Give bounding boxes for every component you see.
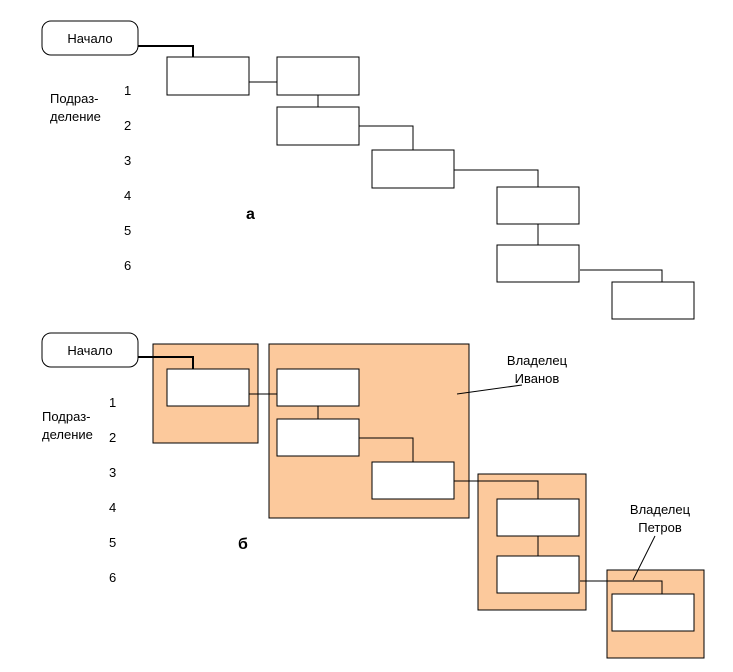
callout-ivanov — [456, 384, 523, 395]
level-1-a: 1 — [124, 83, 131, 98]
department-label-b-line2: деление — [42, 427, 93, 442]
process-box-a-4 — [496, 186, 580, 225]
start-node-a — [41, 20, 139, 56]
process-box-a-5 — [496, 244, 580, 283]
connector-b-6 — [580, 580, 663, 594]
process-box-a-3 — [371, 149, 455, 189]
level-6-b: 6 — [109, 570, 116, 585]
level-1-b: 1 — [109, 395, 116, 410]
panel-b: Начало Подраз- деление 1 2 3 4 5 6 Владе… — [41, 332, 705, 659]
connector-b-4 — [454, 480, 539, 499]
process-box-b-2 — [276, 418, 360, 457]
process-box-b-6 — [611, 593, 695, 632]
panel-b-label: б — [238, 536, 248, 553]
owner-ivanov-line2: Иванов — [515, 371, 560, 386]
process-box-a-2 — [276, 106, 360, 146]
department-label-a-line1: Подраз- — [50, 91, 98, 106]
level-2-b: 2 — [109, 430, 116, 445]
process-box-b-4 — [496, 498, 580, 537]
level-5-a: 5 — [124, 223, 131, 238]
level-3-a: 3 — [124, 153, 131, 168]
process-box-a-6 — [611, 281, 695, 320]
process-box-a-1a — [166, 56, 250, 96]
callout-petrov — [632, 535, 656, 581]
start-node-b — [41, 332, 139, 368]
level-4-a: 4 — [124, 188, 131, 203]
connector-b-3 — [359, 437, 414, 462]
department-label-b-line1: Подраз- — [42, 409, 90, 424]
level-2-a: 2 — [124, 118, 131, 133]
panel-a: Начало Подраз- деление 1 2 3 4 5 6 а — [41, 20, 695, 320]
owner-ivanov-line1: Владелец — [507, 353, 568, 368]
level-5-b: 5 — [109, 535, 116, 550]
process-box-b-5 — [496, 555, 580, 594]
connector-a-4 — [454, 169, 539, 187]
start-label-a: Начало — [67, 31, 112, 46]
start-label-b: Начало — [67, 343, 112, 358]
process-box-a-1b — [276, 56, 360, 96]
level-3-b: 3 — [109, 465, 116, 480]
level-4-b: 4 — [109, 500, 116, 515]
process-box-b-1a — [166, 368, 250, 407]
connector-a-6 — [580, 269, 663, 282]
department-label-a-line2: деление — [50, 109, 101, 124]
process-box-b-3 — [371, 461, 455, 500]
connector-b-start — [138, 356, 194, 369]
process-box-b-1b — [276, 368, 360, 407]
level-6-a: 6 — [124, 258, 131, 273]
connector-a-start — [138, 45, 194, 57]
panel-a-label: а — [246, 206, 255, 223]
owner-petrov-line1: Владелец — [630, 502, 691, 517]
owner-petrov-line2: Петров — [638, 520, 682, 535]
connector-a-3 — [359, 125, 414, 150]
